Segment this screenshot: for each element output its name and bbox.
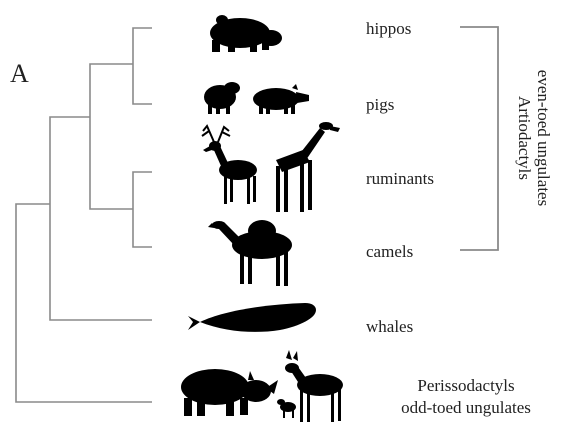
branch-hippos-pigs xyxy=(133,28,152,104)
branch-root xyxy=(16,204,152,402)
label-even-toed-ungulates: even-toed ungulates xyxy=(534,70,553,206)
label-pigs: pigs xyxy=(366,95,394,114)
zebra-silhouette xyxy=(277,350,343,422)
branch-with-whales xyxy=(50,117,152,320)
branch-ruminants-camels xyxy=(133,172,152,247)
rhino-silhouette xyxy=(181,369,278,416)
label-perissodactyls: Perissodactyls xyxy=(417,376,514,395)
artiodactyl-bracket xyxy=(460,27,498,250)
label-ruminants: ruminants xyxy=(366,169,434,188)
label-hippos: hippos xyxy=(366,19,411,38)
hippo-silhouette xyxy=(210,15,282,52)
pig-silhouette-2 xyxy=(253,84,309,114)
whale-silhouette xyxy=(188,303,316,332)
pig-silhouette-1 xyxy=(204,82,240,114)
label-odd-toed-ungulates: odd-toed ungulates xyxy=(401,398,531,417)
deer-silhouette xyxy=(202,126,257,204)
camel-silhouette xyxy=(208,220,292,286)
label-whales: whales xyxy=(366,317,413,336)
tree-branches xyxy=(16,28,152,402)
giraffe-silhouette xyxy=(276,122,340,212)
label-artiodactyls: Artiodactyls xyxy=(515,96,534,180)
label-camels: camels xyxy=(366,242,413,261)
panel-label: A xyxy=(10,59,29,88)
branch-hippopig-rumcamel xyxy=(90,64,133,209)
